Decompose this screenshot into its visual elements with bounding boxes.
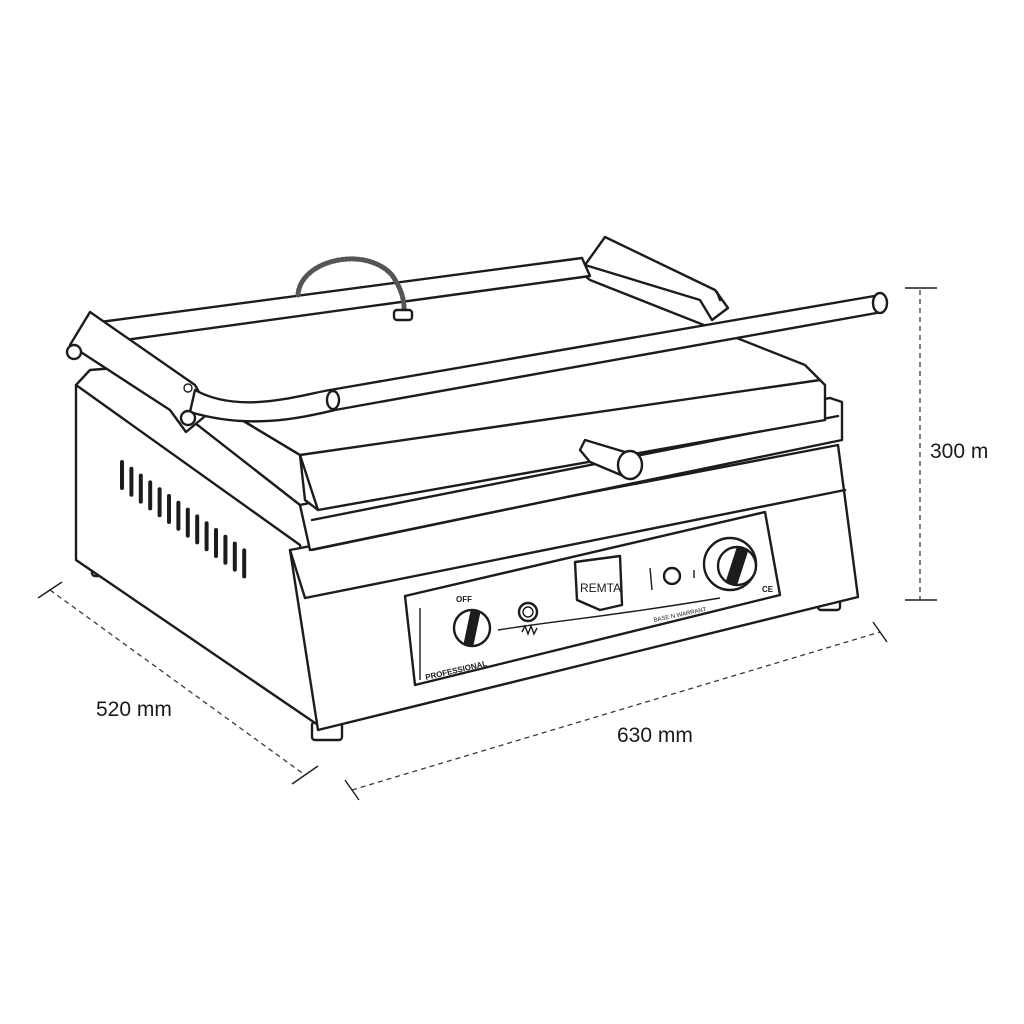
vent-slot bbox=[120, 460, 124, 490]
off-label: OFF bbox=[456, 595, 472, 604]
vent-slot bbox=[176, 500, 181, 531]
brand-badge bbox=[573, 554, 624, 612]
width-tick-start bbox=[344, 779, 360, 801]
vent-slot bbox=[157, 487, 162, 518]
vent-slot bbox=[214, 528, 218, 558]
heating-symbol-icon bbox=[521, 624, 538, 636]
vent-slot bbox=[138, 473, 143, 504]
handle-bar-end bbox=[871, 291, 889, 315]
height-dimension-label: 300 m bbox=[930, 440, 988, 463]
thermostat-knob-grip bbox=[726, 546, 748, 586]
indicator-lamp bbox=[517, 601, 539, 623]
lid-handle-end bbox=[616, 449, 644, 481]
front-bevel bbox=[288, 488, 847, 600]
right-arm-bracket bbox=[583, 235, 730, 322]
width-dimension-label: 630 mm bbox=[617, 724, 693, 747]
control-panel: OFF REMTA BASE N WARRANT PROFESSIONAL CE bbox=[403, 510, 782, 687]
front-pivot-bolt bbox=[179, 409, 197, 427]
vent-slot bbox=[185, 507, 190, 538]
vent-slot bbox=[148, 480, 153, 511]
brand-logo: REMTA bbox=[580, 581, 621, 595]
spring-coil bbox=[295, 256, 407, 321]
vent-slot bbox=[223, 534, 228, 565]
depth-tick-start bbox=[37, 581, 63, 599]
vent-slots bbox=[120, 460, 247, 579]
indicator-lamp-lens bbox=[522, 606, 534, 618]
width-tick-end bbox=[872, 621, 888, 643]
lid-top-edge bbox=[298, 378, 822, 457]
vent-slot bbox=[195, 514, 200, 545]
thermostat-lamp bbox=[662, 566, 682, 586]
left-pivot-bolt bbox=[65, 343, 83, 361]
vent-slot bbox=[204, 521, 209, 552]
arm-rivet bbox=[183, 383, 193, 393]
panel-graphic-line bbox=[497, 597, 721, 631]
depth-tick-end bbox=[291, 765, 319, 785]
ce-mark: CE bbox=[762, 585, 774, 594]
vent-slot bbox=[167, 494, 171, 524]
vent-slot bbox=[232, 541, 237, 572]
upper-lid bbox=[98, 256, 827, 512]
lamp-label-marks bbox=[649, 567, 653, 591]
handle-bar-joint bbox=[325, 389, 341, 411]
depth-dimension-label: 520 mm bbox=[96, 698, 172, 721]
dimension-lines bbox=[37, 287, 937, 801]
depth-dimension-line bbox=[49, 589, 306, 776]
right-arm-slot bbox=[715, 290, 722, 302]
width-dimension-line bbox=[351, 631, 881, 791]
vent-slot bbox=[129, 466, 134, 497]
vent-slot bbox=[242, 548, 247, 579]
spring-clip bbox=[392, 308, 414, 322]
power-knob-grip bbox=[463, 609, 481, 647]
lid-handle-arm bbox=[65, 235, 889, 434]
